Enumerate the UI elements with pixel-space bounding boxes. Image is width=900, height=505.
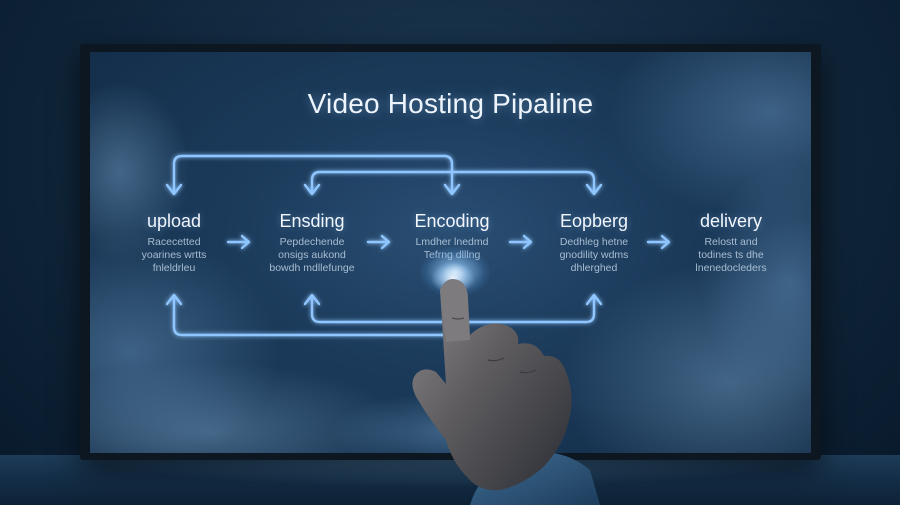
stage-delivery[interactable]: delivery Relostt and todines ts dhe lnen… <box>666 210 796 275</box>
stage-delivery-label: delivery <box>699 211 763 231</box>
stage-ensding[interactable]: Ensding Pepdechende onsigs aukond bowdh … <box>247 210 377 275</box>
stage-upload[interactable]: upload Racecetted yoarines wrtts fnleldr… <box>109 210 239 275</box>
stage-eopberg-description: Dedhleg hetne gnodility wdms dhlerghed <box>529 236 659 275</box>
stage-eopberg-desc-line: dhlerghed <box>570 262 618 274</box>
loop-arrow-head-eopberg-bottom <box>585 293 603 306</box>
stage-delivery-desc-line: todines ts dhe <box>698 249 764 261</box>
loop-arrow-head-ensding-bottom <box>303 293 321 306</box>
stage-encoding-label: Encoding <box>414 211 490 231</box>
loop-arrow-head-encoding-top <box>443 183 461 196</box>
loop-arrow-head-upload-bottom <box>165 293 183 306</box>
right-arrow-icon-1 <box>226 234 251 250</box>
loop-arrow-top-outer <box>172 154 454 194</box>
loop-arrow-head-eopberg-top <box>585 183 603 196</box>
stage-upload-label: upload <box>146 211 202 231</box>
stage-upload-description: Racecetted yoarines wrtts fnleldrleu <box>109 236 239 275</box>
stage-delivery-desc-line: Relostt and <box>704 236 758 248</box>
loop-arrow-top-inner <box>310 170 596 194</box>
stage-eopberg-desc-line: gnodility wdms <box>559 249 629 261</box>
stage-upload-desc-line: Racecetted <box>147 236 201 248</box>
right-arrow-icon-4 <box>646 234 671 250</box>
stage-delivery-description: Relostt and todines ts dhe lnenedocleder… <box>666 236 796 275</box>
touch-glow <box>420 247 490 297</box>
stage-ensding-desc-line: Pepdechende <box>279 236 345 248</box>
stage-delivery-desc-line: lnenedocleders <box>695 262 767 274</box>
stage-upload-desc-line: yoarines wrtts <box>141 249 207 261</box>
stage-eopberg-label: Eopberg <box>559 211 629 231</box>
loop-arrow-head-ensding-top <box>303 183 321 196</box>
floor-reflection <box>90 458 810 488</box>
stage-eopberg[interactable]: Eopberg Dedhleg hetne gnodility wdms dhl… <box>529 210 659 275</box>
stage-eopberg-desc-line: Dedhleg hetne <box>559 236 629 248</box>
screen-texture <box>90 52 811 453</box>
stage-encoding-desc-line: Lmdher lnedmd <box>415 236 489 248</box>
stage-ensding-description: Pepdechende onsigs aukond bowdh mdllefun… <box>247 236 377 275</box>
right-arrow-icon-3 <box>508 234 533 250</box>
stage-ensding-label: Ensding <box>279 211 345 231</box>
loop-arrow-head-upload-top <box>165 183 183 196</box>
right-arrow-icon-2 <box>366 234 391 250</box>
stage-upload-desc-line: fnleldrleu <box>152 262 196 274</box>
stage-ensding-desc-line: onsigs aukond <box>278 249 346 261</box>
stage-ensding-desc-line: bowdh mdllefunge <box>269 262 355 274</box>
display-screen[interactable]: Video Hosting Pipaline <box>90 52 811 453</box>
pipeline-title: Video Hosting Pipaline <box>307 88 594 119</box>
